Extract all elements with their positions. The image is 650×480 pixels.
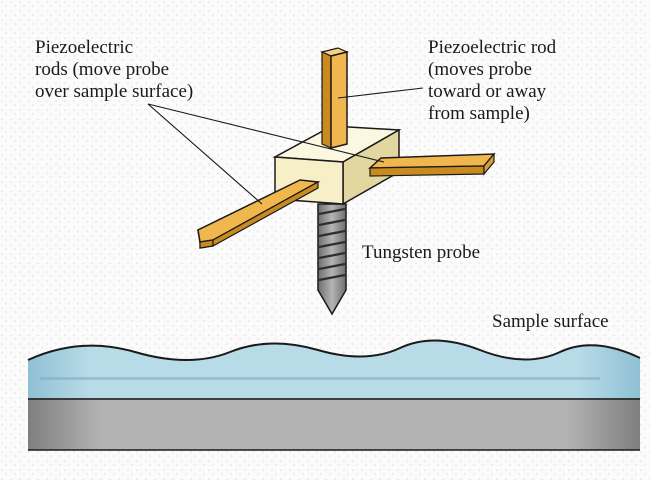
horizontal-piezo-rod-front — [197, 179, 321, 249]
horizontal-piezo-rod-right — [368, 152, 496, 177]
leader-lines — [147, 87, 424, 205]
label-z-rod: Piezoelectric rod (moves probe toward or… — [428, 37, 557, 124]
label-tungsten-probe: Tungsten probe — [362, 242, 481, 263]
leader-line-vertical-rod — [337, 87, 424, 99]
leader-line-right-rod — [147, 103, 385, 163]
label-sample-surface: Sample surface — [492, 311, 609, 332]
tungsten-probe-icon — [317, 203, 347, 316]
label-xy-rods: Piezoelectric rods (move probe over samp… — [35, 37, 194, 102]
sample-surface-icon — [27, 339, 641, 451]
vertical-piezo-rod-icon — [320, 47, 349, 149]
leader-line-left-rod — [147, 103, 263, 205]
